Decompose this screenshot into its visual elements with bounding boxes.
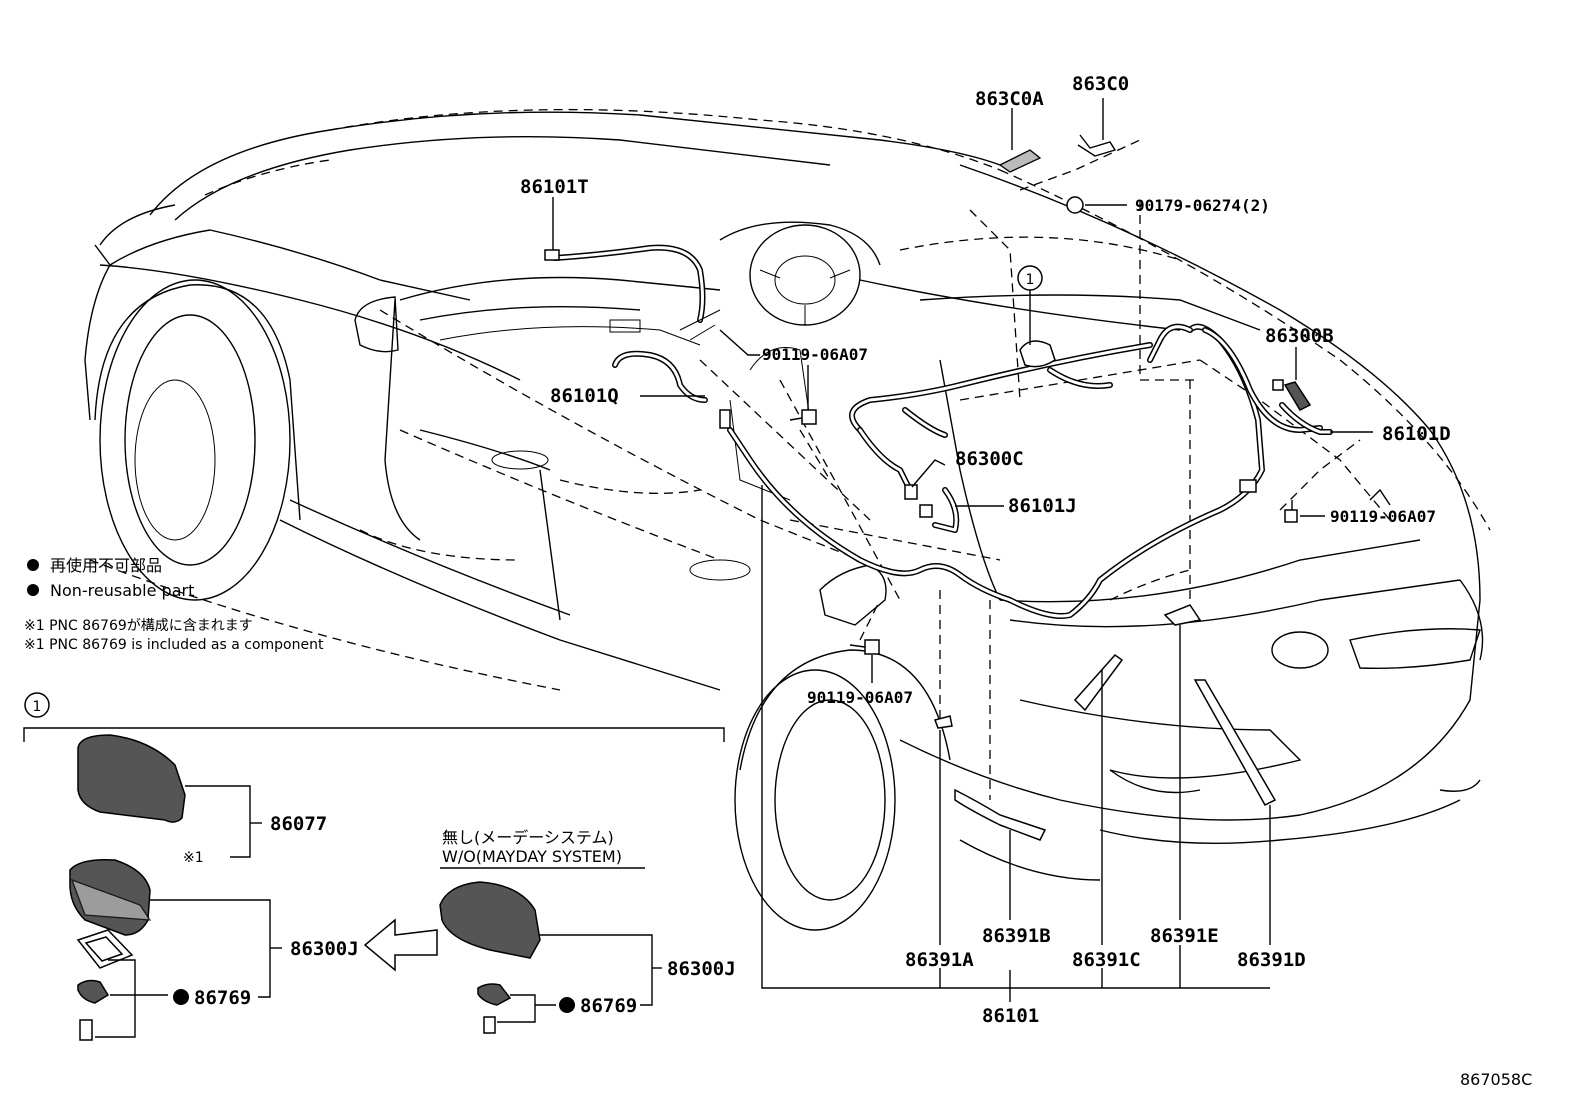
bolt-90119-c <box>849 639 880 655</box>
part-86077-antenna-cover: 86077 ※1 <box>77 734 327 866</box>
label-86101T: 86101T <box>520 176 589 198</box>
variant-wo-mayday: 無し(メーデーシステム) W/O(MAYDAY SYSTEM) 86300J 8… <box>439 828 736 1034</box>
label-86101J: 86101J <box>1008 495 1077 517</box>
label-86300B: 86300B <box>1265 325 1334 347</box>
variant-label-en: W/O(MAYDAY SYSTEM) <box>442 847 622 866</box>
car-body-outline <box>84 111 1484 931</box>
label-86391B: 86391B <box>982 925 1051 947</box>
bolt-90119-b <box>1284 500 1298 523</box>
detail-box-1: 1 86077 ※1 86300J 86769 <box>23 692 736 1041</box>
label-86101Q: 86101Q <box>550 385 619 407</box>
note1-en: ※1 PNC 86769 is included as a component <box>24 637 324 653</box>
bolt-90119-a <box>789 409 817 425</box>
variant-label-jp: 無し(メーデーシステム) <box>442 828 614 847</box>
label-86077: 86077 <box>270 813 327 835</box>
legend: 再使用不可部品 Non-reusable part ※1 PNC 86769が構… <box>24 556 324 653</box>
label-86769-a: 86769 <box>194 987 251 1009</box>
nonreusable-dot-icon <box>27 559 39 571</box>
diagram-code: 867058C <box>1460 1070 1532 1089</box>
label-86391E: 86391E <box>1150 925 1219 947</box>
label-863C0: 863C0 <box>1072 73 1129 95</box>
label-90119-c: 90119-06A07 <box>807 688 913 707</box>
label-863C0A: 863C0A <box>975 88 1044 110</box>
arrow-left-icon <box>363 918 438 972</box>
label-86101: 86101 <box>982 1005 1039 1027</box>
leader-lines <box>552 98 1391 1002</box>
label-90179: 90179-06274(2) <box>1135 196 1270 215</box>
nonreusable-dot-icon <box>27 584 39 596</box>
label-90119-a: 90119-06A07 <box>762 345 868 364</box>
svg-text:1: 1 <box>1026 272 1035 288</box>
svg-text:1: 1 <box>33 699 42 715</box>
part-86300J-antenna-assy: 86300J 86769 <box>69 858 359 1041</box>
nonreusable-dot-icon <box>559 997 575 1013</box>
label-86769-b: 86769 <box>580 995 637 1017</box>
label-86391D: 86391D <box>1237 949 1306 971</box>
label-90119-b: 90119-06A07 <box>1330 507 1436 526</box>
label-86300C: 86300C <box>955 448 1024 470</box>
callout-1-roof: 1 <box>1017 265 1043 345</box>
dashed-body-guides <box>89 108 1491 800</box>
label-86300J-a: 86300J <box>290 938 359 960</box>
nonreusable-dot-icon <box>173 989 189 1005</box>
small-parts <box>544 134 1333 841</box>
legend-nonreusable-jp: 再使用不可部品 <box>50 556 162 575</box>
label-86300J-b: 86300J <box>667 958 736 980</box>
label-86391C: 86391C <box>1072 949 1141 971</box>
label-86391A: 86391A <box>905 949 974 971</box>
ref-star1: ※1 <box>183 850 204 866</box>
note1-jp: ※1 PNC 86769が構成に含まれます <box>24 618 253 634</box>
part-labels: 863C0A 863C0 90179-06274(2) 86101T 86300… <box>520 73 1451 1027</box>
label-86101D: 86101D <box>1382 423 1451 445</box>
legend-nonreusable-en: Non-reusable part <box>50 581 194 600</box>
antenna-harness-86101 <box>552 244 1323 619</box>
